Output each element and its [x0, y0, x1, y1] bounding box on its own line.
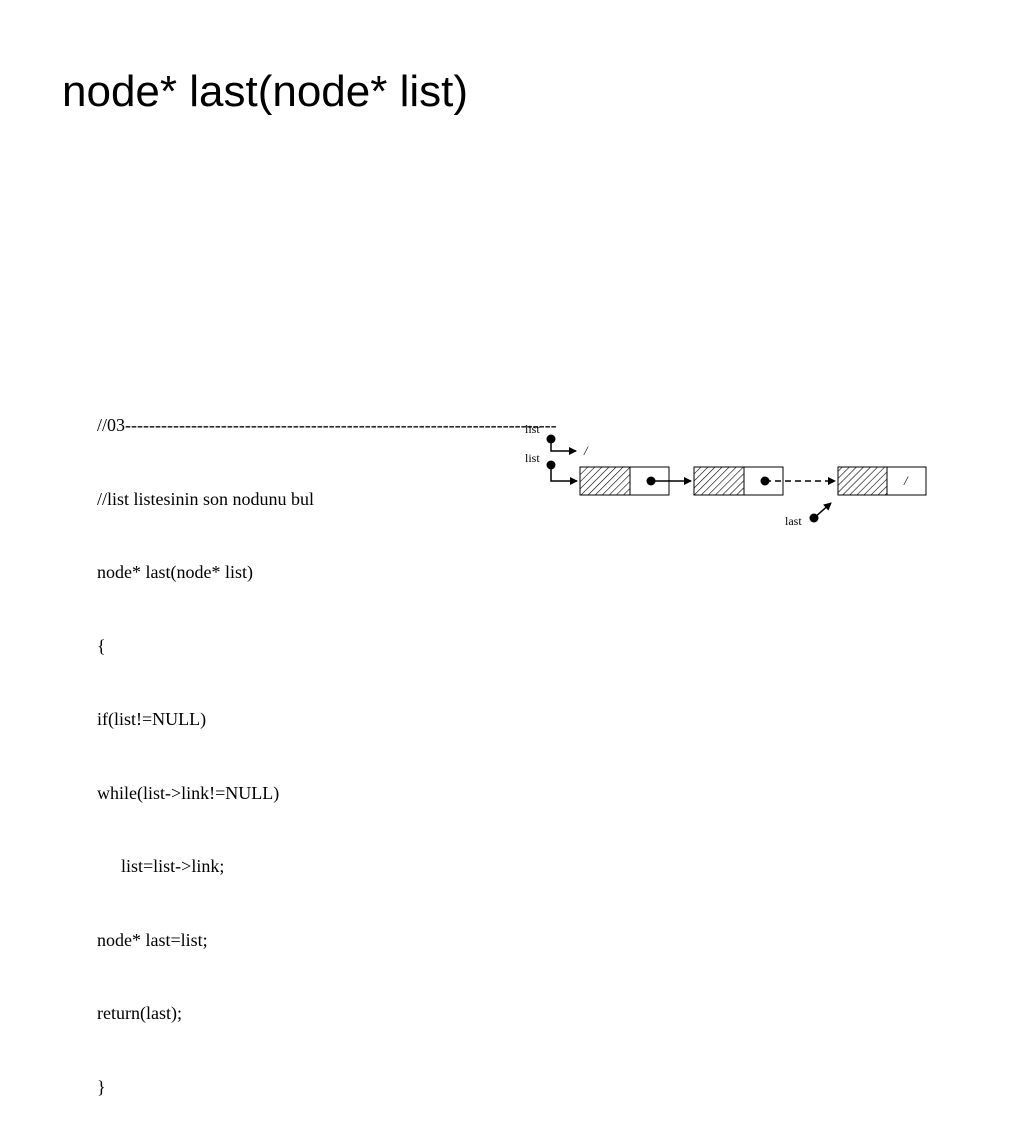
null-marker-top: /	[583, 443, 589, 458]
code-line: node* last=list;	[97, 929, 208, 950]
pointer-arrow	[550, 439, 577, 455]
code-listing: //03------------------------------------…	[97, 364, 557, 1124]
pointer-label-last: last	[785, 514, 802, 528]
code-line: list=list->link;	[121, 856, 225, 876]
code-line: //list listesinin son nodunu bul	[97, 488, 315, 509]
code-line: }	[97, 1076, 106, 1097]
slide-title: node* last(node* list)	[62, 67, 469, 116]
linked-list-diagram: list / list / last	[525, 422, 927, 528]
list-node-last	[837, 466, 927, 496]
pointer-arrow	[550, 465, 578, 485]
code-line: //03------------------------------------…	[97, 415, 557, 435]
code-line: return(last);	[97, 1003, 182, 1023]
pointer-label-list-mid: list	[525, 451, 540, 465]
null-marker-node: /	[903, 473, 909, 488]
code-line: while(list->link!=NULL)	[97, 782, 280, 803]
code-line: {	[97, 635, 106, 656]
pointer-label-list-top: list	[525, 422, 540, 436]
code-line: if(list!=NULL)	[97, 709, 207, 729]
code-line: node* last(node* list)	[97, 562, 253, 582]
pointer-arrow	[813, 502, 832, 519]
